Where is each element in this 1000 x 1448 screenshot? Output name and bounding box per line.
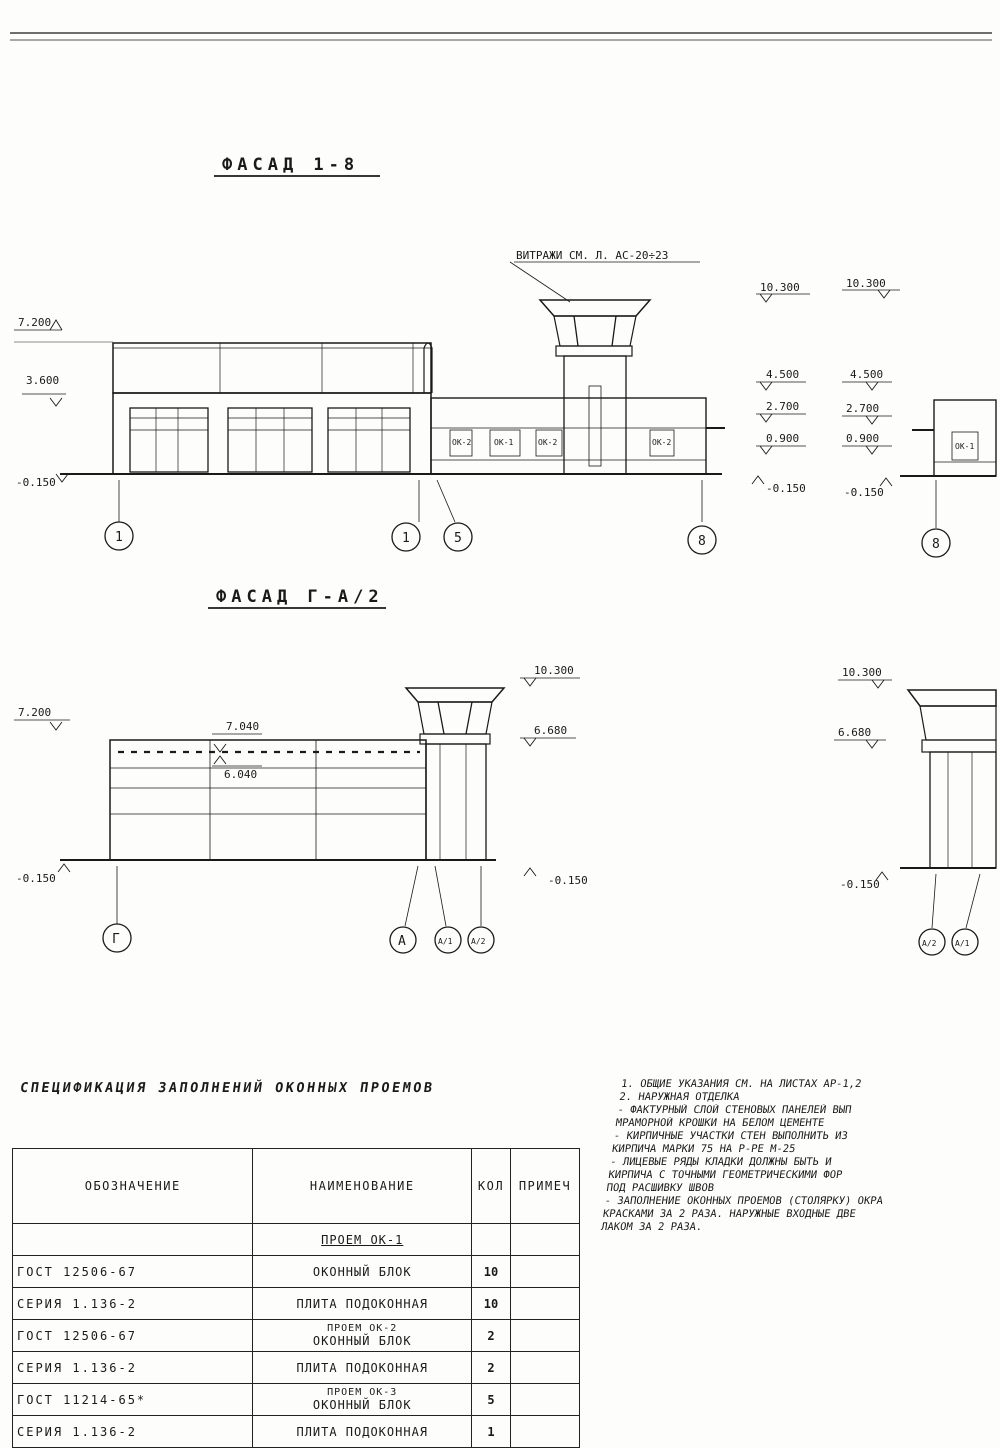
- window-mark-4: ОК-2: [652, 438, 671, 447]
- svg-text:7.200: 7.200: [18, 316, 51, 329]
- svg-text:6.680: 6.680: [534, 724, 567, 737]
- note-line: КИРПИЧА С ТОЧНЫМИ ГЕОМЕТРИЧЕСКИМИ ФОР: [607, 1169, 844, 1181]
- svg-text:-0.150: -0.150: [840, 878, 880, 891]
- elev-left-2: 3.600: [22, 374, 66, 407]
- axis2-bubble-a2: А/2: [467, 926, 495, 954]
- note-line: - ФАКТУРНЫЙ СЛОЙ СТЕНОВЫХ ПАНЕЛЕЙ ВЫП: [616, 1104, 853, 1116]
- svg-text:10.300: 10.300: [760, 281, 800, 294]
- elev-left-1: 7.200: [14, 316, 113, 343]
- svg-text:0.900: 0.900: [846, 432, 879, 445]
- table-row: ГОСТ 12506-67 ОКОННЫЙ БЛОК 10: [11, 1255, 580, 1288]
- elev2-left-1: 7.200: [14, 706, 70, 731]
- facade1-fragment: 10.300 4.500 2.700 0.900 -0.150 ОК-1: [842, 277, 997, 499]
- general-notes: 1. ОБЩИЕ УКАЗАНИЯ СМ. НА ЛИСТАХ АР-1,2 2…: [600, 1078, 994, 1234]
- svg-text:3.600: 3.600: [26, 374, 59, 387]
- svg-text:А/2: А/2: [922, 939, 937, 948]
- svg-text:-0.150: -0.150: [16, 476, 56, 489]
- svg-text:8: 8: [932, 537, 940, 552]
- window-mark-3: ОК-2: [538, 438, 557, 447]
- svg-text:1: 1: [115, 530, 123, 545]
- spec-title: СПЕЦИФИКАЦИЯ ЗАПОЛНЕНИЙ ОКОННЫХ ПРОЕМОВ: [18, 1080, 436, 1096]
- control-tower-2: [404, 687, 506, 861]
- axis2-bubble-g: Г: [102, 923, 132, 953]
- svg-text:А/1: А/1: [438, 937, 453, 946]
- svg-text:10.300: 10.300: [846, 277, 886, 290]
- note-line: 1. ОБЩИЕ УКАЗАНИЯ СМ. НА ЛИСТАХ АР-1,2: [620, 1078, 863, 1090]
- svg-text:-0.150: -0.150: [548, 874, 588, 887]
- spec-header-code: ОБОЗНАЧЕНИЕ: [11, 1148, 254, 1224]
- elev2-mid: 7.040 6.040: [212, 720, 262, 781]
- note-line: - ЛИЦЕВЫЕ РЯДЫ КЛАДКИ ДОЛЖНЫ БЫТЬ И: [609, 1156, 833, 1168]
- svg-text:А/2: А/2: [471, 937, 486, 946]
- spec-header-note: ПРИМЕЧ: [510, 1148, 580, 1224]
- control-tower-1: [538, 299, 652, 475]
- svg-text:8: 8: [698, 534, 706, 549]
- note-line: КРАСКАМИ ЗА 2 РАЗА. НАРУЖНЫЕ ВХОДНЫЕ ДВЕ: [602, 1208, 857, 1220]
- svg-text:10.300: 10.300: [842, 666, 882, 679]
- elev2-left-2: -0.150: [16, 863, 71, 885]
- note-line: 2. НАРУЖНАЯ ОТДЕЛКА: [618, 1091, 741, 1103]
- hall-window-2: [227, 407, 313, 473]
- axis-bubble-1: 1: [104, 521, 134, 551]
- axis2-bubble-a2b: А/2: [918, 928, 946, 956]
- drawing-sheet: ФАСАД 1-8: [10, 32, 997, 956]
- facade2-title: ФАСАД Г-А/2: [216, 587, 384, 607]
- window-mark-5: ОК-1: [955, 442, 974, 451]
- window-mark-1: ОК-2: [452, 438, 471, 447]
- svg-text:-0.150: -0.150: [844, 486, 884, 499]
- facade2-fragment: 10.300 6.680 -0.150: [834, 666, 997, 891]
- svg-text:6.040: 6.040: [224, 768, 257, 781]
- spec-table: ОБОЗНАЧЕНИЕ НАИМЕНОВАНИЕ КОЛ ПРИМЕЧ ПРОЕ…: [11, 1148, 580, 1448]
- svg-text:7.040: 7.040: [226, 720, 259, 733]
- spec-header-name: НАИМЕНОВАНИЕ: [252, 1148, 473, 1224]
- vitrage-note: ВИТРАЖИ СМ. Л. АС-20÷23: [516, 249, 668, 262]
- note-line: - КИРПИЧНЫЕ УЧАСТКИ СТЕН ВЫПОЛНИТЬ ИЗ: [613, 1130, 849, 1142]
- note-line: ЛАКОМ ЗА 2 РАЗА.: [600, 1221, 704, 1233]
- elev2-right: 10.300 6.680 -0.150: [520, 664, 588, 887]
- svg-text:Г: Г: [112, 932, 120, 947]
- note-line: ПОД РАСШИВКУ ШВОВ: [605, 1182, 715, 1194]
- table-row: ПРОЕМ ОК-1: [11, 1223, 580, 1256]
- axis2-bubble-a1: А/1: [434, 926, 462, 954]
- spec-header-row: ОБОЗНАЧЕНИЕ НАИМЕНОВАНИЕ КОЛ ПРИМЕЧ: [11, 1148, 580, 1224]
- svg-text:7.200: 7.200: [18, 706, 51, 719]
- svg-text:0.900: 0.900: [766, 432, 799, 445]
- svg-text:2.700: 2.700: [766, 400, 799, 413]
- facade-1-8: ФАСАД 1-8: [14, 155, 997, 558]
- window-mark-2: ОК-1: [494, 438, 513, 447]
- svg-text:1: 1: [402, 531, 410, 546]
- table-row: СЕРИЯ 1.136-2 ПЛИТА ПОДОКОННАЯ 10: [11, 1287, 580, 1320]
- table-row: СЕРИЯ 1.136-2 ПЛИТА ПОДОКОННАЯ 2: [11, 1351, 580, 1384]
- svg-text:4.500: 4.500: [850, 368, 883, 381]
- elev-right-col: 10.300 4.500 2.700 0.900 -0.150: [751, 281, 810, 495]
- axis2-bubble-a1b: А/1: [951, 928, 979, 956]
- axis-bubble-1b: 1: [391, 522, 421, 552]
- svg-text:-0.150: -0.150: [16, 872, 56, 885]
- elev-left-3: -0.150: [16, 473, 69, 489]
- svg-text:2.700: 2.700: [846, 402, 879, 415]
- axis-bubble-8: 8: [687, 525, 717, 555]
- facade-g-a2: ФАСАД Г-А/2 7.200 -0.150: [14, 587, 997, 956]
- axis-bubble-8b: 8: [921, 528, 951, 558]
- note-line: МРАМОРНОЙ КРОШКИ НА БЕЛОМ ЦЕМЕНТЕ: [614, 1117, 826, 1129]
- axis-bubble-5: 5: [443, 522, 473, 552]
- svg-text:5: 5: [454, 531, 462, 546]
- svg-text:6.680: 6.680: [838, 726, 871, 739]
- hall-window-1: [129, 407, 209, 473]
- note-line: - ЗАПОЛНЕНИЕ ОКОННЫХ ПРОЕМОВ (СТОЛЯРКУ) …: [603, 1195, 884, 1207]
- note-line: КИРПИЧА МАРКИ 75 НА Р-РЕ М-25: [611, 1143, 797, 1155]
- svg-text:10.300: 10.300: [534, 664, 574, 677]
- svg-text:А/1: А/1: [955, 939, 970, 948]
- axis2-bubble-a: А: [389, 926, 417, 954]
- spec-header-qty: КОЛ: [471, 1148, 512, 1224]
- svg-text:4.500: 4.500: [766, 368, 799, 381]
- facade1-title: ФАСАД 1-8: [222, 155, 359, 175]
- svg-text:-0.150: -0.150: [766, 482, 806, 495]
- hall-window-3: [327, 407, 411, 473]
- svg-text:А: А: [398, 934, 406, 949]
- table-row: СЕРИЯ 1.136-2 ПЛИТА ПОДОКОННАЯ 1: [11, 1415, 580, 1448]
